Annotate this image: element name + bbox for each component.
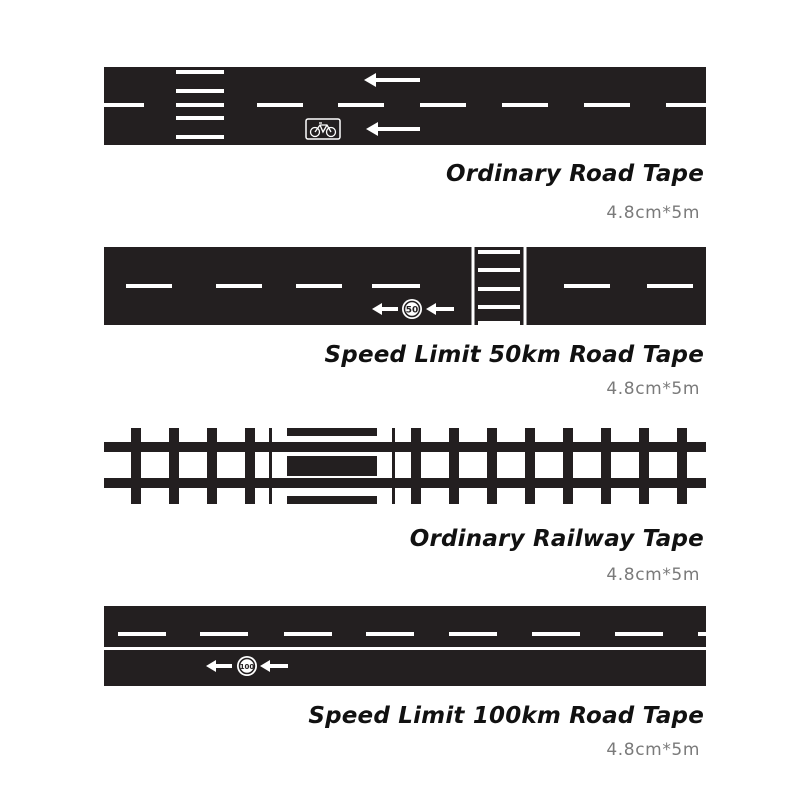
bicycle-icon: [305, 118, 341, 140]
arrow-left-icon: [206, 660, 232, 672]
speed-limit-100km-road-tape-image: 100: [104, 606, 706, 686]
speed-limit-value: 100: [240, 663, 255, 671]
speed-limit-value: 50: [406, 306, 419, 316]
ordinary-railway-tape-image: [104, 426, 706, 506]
ordinary-road-tape-image: [104, 67, 706, 145]
product-size: 4.8cm*5m: [606, 740, 700, 760]
arrow-left-icon: [260, 660, 288, 672]
product-title: Speed Limit 50km Road Tape: [324, 342, 704, 368]
arrow-left-icon: [364, 73, 420, 87]
product-title: Ordinary Road Tape: [446, 161, 704, 187]
product-size: 4.8cm*5m: [606, 379, 700, 399]
product-size: 4.8cm*5m: [606, 203, 700, 223]
product-title: Ordinary Railway Tape: [409, 526, 704, 552]
arrow-left-icon: [426, 303, 454, 315]
speed-limit-sign: 50: [402, 299, 422, 319]
product-title: Speed Limit 100km Road Tape: [308, 703, 704, 729]
arrow-left-icon: [366, 122, 420, 136]
speed-limit-sign: 100: [237, 656, 257, 676]
arrow-left-icon: [372, 303, 398, 315]
product-size: 4.8cm*5m: [606, 565, 700, 585]
speed-limit-50km-road-tape-image: 50: [104, 247, 706, 325]
